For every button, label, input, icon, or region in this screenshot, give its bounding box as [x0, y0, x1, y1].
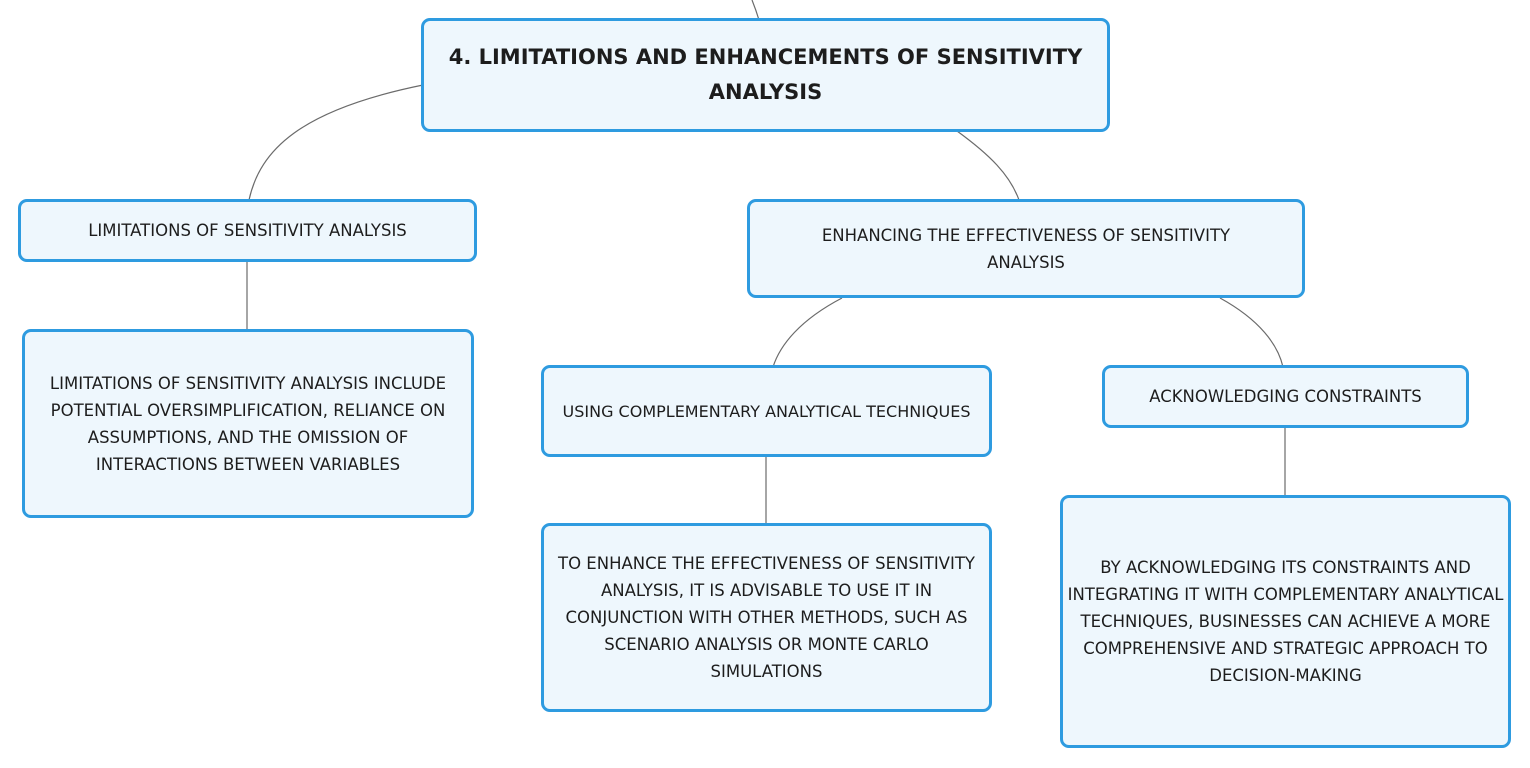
constraints-detail-node[interactable]: BY ACKNOWLEDGING ITS CONSTRAINTS AND INT… [1060, 495, 1511, 748]
limitations-detail-node[interactable]: LIMITATIONS OF SENSITIVITY ANALYSIS INCL… [22, 329, 474, 518]
root-topic-node[interactable]: 4. LIMITATIONS AND ENHANCEMENTS OF SENSI… [421, 18, 1110, 132]
limitations-node[interactable]: LIMITATIONS OF SENSITIVITY ANALYSIS [18, 199, 477, 262]
enhancing-node[interactable]: ENHANCING THE EFFECTIVENESS OF SENSITIVI… [747, 199, 1305, 298]
complementary-detail-label: TO ENHANCE THE EFFECTIVENESS OF SENSITIV… [558, 554, 975, 681]
limitations-detail-label: LIMITATIONS OF SENSITIVITY ANALYSIS INCL… [49, 373, 447, 474]
connector-root-to-enhancing [956, 130, 1020, 201]
limitations-label: LIMITATIONS OF SENSITIVITY ANALYSIS [88, 221, 407, 240]
complementary-detail-node[interactable]: TO ENHANCE THE EFFECTIVENESS OF SENSITIV… [541, 523, 992, 712]
constraints-detail-label: BY ACKNOWLEDGING ITS CONSTRAINTS AND INT… [1067, 558, 1504, 685]
connector-enhancing-to-constraints [1219, 297, 1284, 368]
connector-enhancing-to-complementary [772, 297, 843, 368]
connector-root-to-limitations [248, 84, 424, 201]
acknowledging-constraints-node[interactable]: ACKNOWLEDGING CONSTRAINTS [1102, 365, 1469, 428]
enhancing-label: ENHANCING THE EFFECTIVENESS OF SENSITIVI… [821, 225, 1231, 272]
root-topic-label: 4. LIMITATIONS AND ENHANCEMENTS OF SENSI… [448, 45, 1083, 104]
acknowledging-constraints-label: ACKNOWLEDGING CONSTRAINTS [1149, 387, 1422, 406]
connector-parent-to-root [751, 0, 760, 21]
complementary-techniques-label: USING COMPLEMENTARY ANALYTICAL TECHNIQUE… [562, 401, 971, 421]
complementary-techniques-node[interactable]: USING COMPLEMENTARY ANALYTICAL TECHNIQUE… [541, 365, 992, 457]
